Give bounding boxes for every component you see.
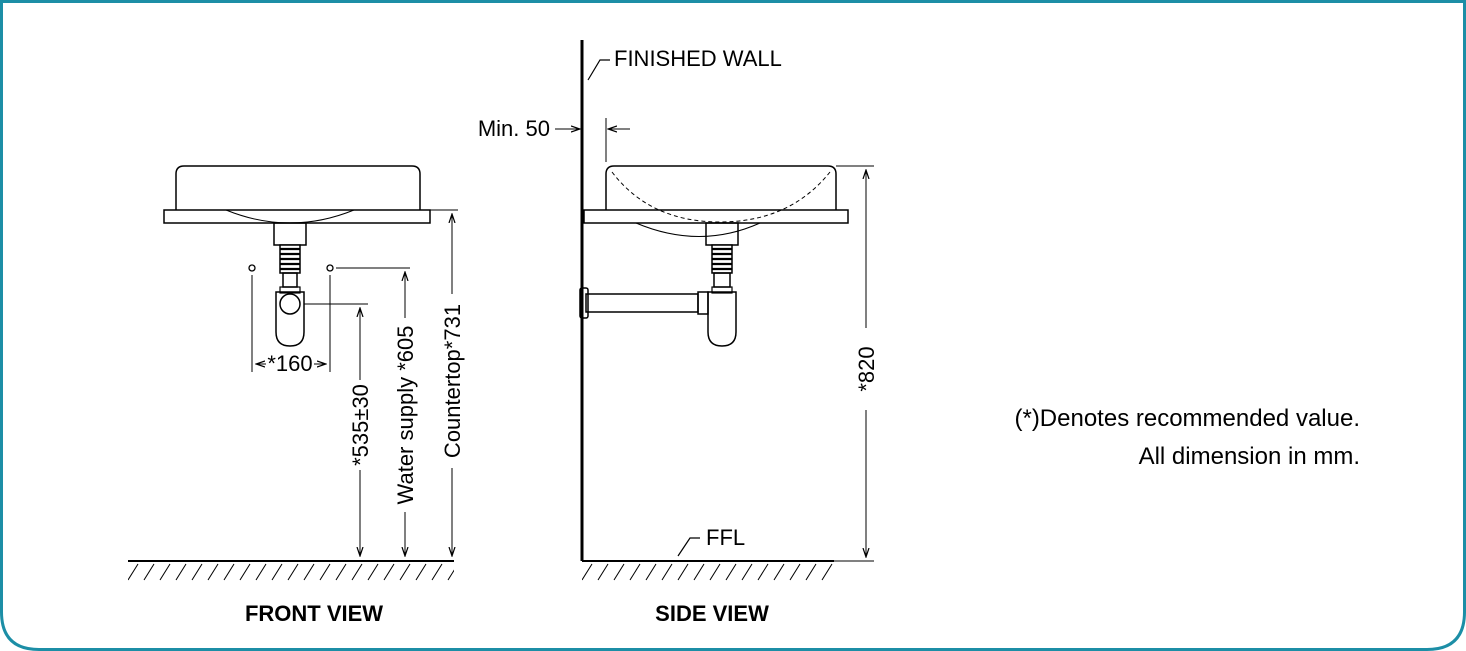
note-recommended: (*)Denotes recommended value. bbox=[1014, 405, 1360, 432]
front-supply-right bbox=[326, 264, 334, 272]
side-view-title: SIDE VIEW bbox=[655, 601, 769, 626]
front-basin bbox=[175, 165, 421, 210]
side-bowl-under bbox=[635, 222, 761, 237]
finished-wall-label: FINISHED WALL bbox=[614, 46, 782, 71]
front-bowl-curve bbox=[225, 209, 355, 224]
finished-wall-leader bbox=[587, 59, 610, 81]
front-trap bbox=[275, 291, 305, 347]
dim-trap-spacing: *160 bbox=[267, 351, 312, 376]
dim-water-supply: Water supply *605 bbox=[393, 326, 418, 505]
side-trap bbox=[707, 291, 737, 347]
front-view-title: FRONT VIEW bbox=[245, 601, 383, 626]
front-floor-hatch bbox=[128, 563, 454, 581]
side-thread-lines bbox=[712, 247, 732, 271]
side-bowl-hidden bbox=[611, 171, 831, 223]
side-floor-hatch bbox=[582, 563, 833, 581]
side-basin bbox=[605, 165, 837, 210]
dim-drain-height: *535±30 bbox=[348, 384, 373, 466]
side-drain bbox=[705, 222, 739, 246]
dim-countertop: Countertop*731 bbox=[440, 304, 465, 458]
front-drain bbox=[273, 222, 307, 246]
front-thread-lines bbox=[280, 247, 300, 271]
notes: (*)Denotes recommended value. All dimens… bbox=[1014, 405, 1360, 470]
dim-basin-rim: *820 bbox=[854, 346, 879, 391]
side-countertop bbox=[583, 209, 849, 224]
side-wall-flange bbox=[579, 287, 589, 319]
front-trap-neck bbox=[282, 272, 298, 288]
note-units: All dimension in mm. bbox=[1139, 443, 1360, 470]
min-clearance-label: Min. 50 bbox=[478, 116, 550, 141]
front-supply-left bbox=[248, 264, 256, 272]
ffl-label: FFL bbox=[706, 525, 745, 550]
front-countertop bbox=[163, 209, 431, 224]
front-trap-outlet bbox=[279, 293, 301, 315]
front-view: *160 *535±30 Water supply *605 Counterto… bbox=[128, 165, 465, 626]
side-view: FINISHED WALL Min. 50 *820 bbox=[478, 40, 879, 626]
side-waste-pipe bbox=[585, 293, 699, 313]
ffl-leader bbox=[677, 537, 700, 557]
